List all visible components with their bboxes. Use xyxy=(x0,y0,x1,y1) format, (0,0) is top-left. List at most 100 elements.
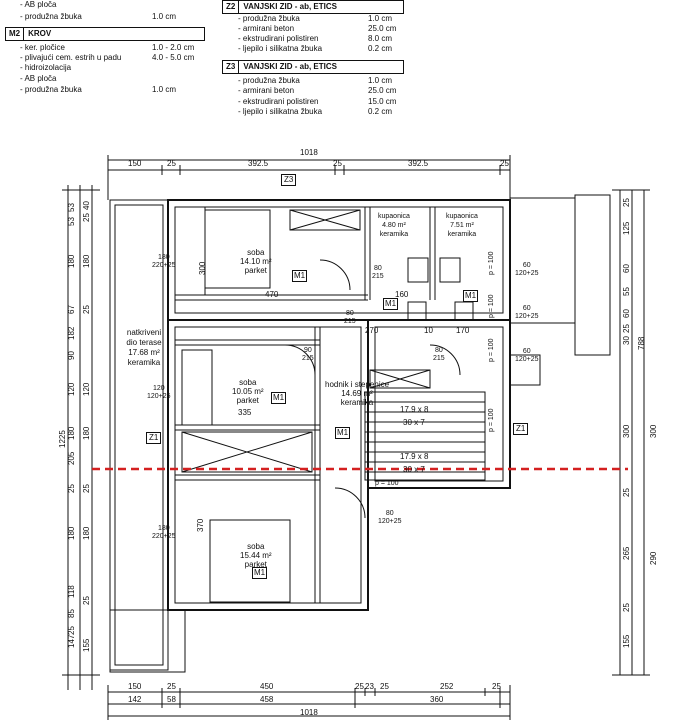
material-tag-m1: M1 xyxy=(271,392,287,404)
dim-top-seg: 25 xyxy=(167,159,176,168)
wall-tag-z1: Z1 xyxy=(146,432,162,444)
dim-top-seg: 392.5 xyxy=(408,159,429,168)
dim-top-seg: 25 xyxy=(333,159,342,168)
room-area: 10.05 m² xyxy=(232,387,264,396)
material-tag-m1: M1 xyxy=(463,290,479,302)
dim-right: 25 xyxy=(622,603,631,612)
opening-height: 215 xyxy=(302,355,314,362)
opening-height: 220+25 xyxy=(152,262,176,269)
room-floor: keramika xyxy=(127,358,161,367)
dim-left: 180 xyxy=(82,426,91,440)
opening-height: 120+25 xyxy=(515,270,539,277)
material-tag-m1: M1 xyxy=(292,270,308,282)
legend-m2-value: 1.0 cm xyxy=(152,85,177,94)
stairs-label: 30 x 7 xyxy=(403,418,425,427)
dim-left: 67 xyxy=(67,305,76,314)
interior-dim: 300 xyxy=(198,261,207,275)
dim-top-seg: 25 xyxy=(500,159,509,168)
opening-height: 215 xyxy=(344,318,356,325)
opening-width: 120 xyxy=(152,385,165,392)
room-soba-1: soba 14.10 m² parket xyxy=(240,248,272,275)
opening-width: 60 xyxy=(522,262,531,269)
dim-right: 60 xyxy=(622,264,631,273)
material-tag-m1: M1 xyxy=(335,427,351,439)
legend-z3-item: - ekstrudirani polistiren xyxy=(238,97,319,106)
dim-left: 120 xyxy=(67,382,76,396)
parapet-label: p = 100 xyxy=(375,480,399,487)
room-name: kupaonica xyxy=(446,213,478,220)
wall-tag-z3: Z3 xyxy=(281,174,297,186)
dim-left: 40 xyxy=(82,201,91,210)
stairs-label: 30 x 7 xyxy=(403,465,425,474)
dim-left: 180 xyxy=(67,426,76,440)
dim-bottom-seg: 58 xyxy=(167,695,176,704)
dim-right: 30 xyxy=(622,336,631,345)
dim-left: 90 xyxy=(67,351,76,360)
legend-m2-item: - plivajući cem. estrih u padu xyxy=(20,53,122,62)
dim-bottom-seg: 25 xyxy=(355,682,364,691)
room-name: natkriveni dio terase xyxy=(126,328,162,347)
dim-right: 155 xyxy=(622,634,631,648)
dim-left: 180 xyxy=(67,254,76,268)
dim-right: 25 xyxy=(622,488,631,497)
dim-left: 120 xyxy=(82,382,91,396)
parapet-label: p = 100 xyxy=(488,408,495,432)
interior-dim: 160 xyxy=(395,290,409,299)
dim-left: 25 xyxy=(67,484,76,493)
opening-width: 60 xyxy=(522,348,531,355)
room-floor: parket xyxy=(244,560,267,569)
interior-dim: 10 xyxy=(424,326,433,335)
opening-height: 220+25 xyxy=(152,533,176,540)
parapet-label: p = 100 xyxy=(488,338,495,362)
legend-z2-item: - ekstrudirani polistiren xyxy=(238,34,319,43)
room-area: 4.80 m² xyxy=(382,222,406,229)
parapet-label: p = 100 xyxy=(488,251,495,275)
dim-left: 85 xyxy=(67,609,76,618)
legend-code: Z3 xyxy=(223,61,240,73)
dim-right: 60 xyxy=(622,309,631,318)
legend-left-value: 1.0 cm xyxy=(152,12,177,21)
dim-left: 53 xyxy=(67,203,76,212)
room-name: kupaonica xyxy=(378,213,410,220)
room-area: 17.68 m² xyxy=(128,348,160,357)
opening-height: 120+25 xyxy=(378,518,402,525)
dim-left: 25 xyxy=(82,484,91,493)
opening-height: 120+25 xyxy=(515,356,539,363)
legend-m2-value: 4.0 - 5.0 cm xyxy=(152,53,195,62)
legend-m2-value: 1.0 - 2.0 cm xyxy=(152,43,195,52)
legend-z3-item: - ljepilo i silikatna žbuka xyxy=(238,107,323,116)
legend-title: VANJSKI ZID - ab, ETICS xyxy=(243,62,337,71)
opening-height: 215 xyxy=(433,355,445,362)
opening-width: 80 xyxy=(434,347,443,354)
room-area: 14.69 m² xyxy=(341,389,373,398)
dim-top-seg: 392.5 xyxy=(248,159,269,168)
opening-width: 80 xyxy=(345,310,354,317)
dim-left: 147 xyxy=(67,634,76,648)
interior-dim: 270 xyxy=(365,326,379,335)
dim-left: 25 xyxy=(82,213,91,222)
interior-dim: 470 xyxy=(265,290,279,299)
legend-z2-value: 25.0 cm xyxy=(368,24,397,33)
dim-left: 180 xyxy=(82,526,91,540)
dim-left: 180 xyxy=(67,526,76,540)
opening-height: 215 xyxy=(372,273,384,280)
dim-right: 290 xyxy=(649,551,658,565)
room-name: soba xyxy=(247,542,265,551)
dim-bottom-seg: 25 xyxy=(380,682,389,691)
dim-bottom-seg: 150 xyxy=(128,682,142,691)
legend-z2-item: - produžna žbuka xyxy=(238,14,300,23)
legend-z3-item: - produžna žbuka xyxy=(238,76,300,85)
legend-z3-value: 1.0 cm xyxy=(368,76,393,85)
room-kupaonica-1: kupaonica 4.80 m² keramika xyxy=(378,212,410,239)
opening-height: 120+25 xyxy=(515,313,539,320)
opening-width: 60 xyxy=(522,305,531,312)
dim-left: 25 xyxy=(82,305,91,314)
legend-title: VANJSKI ZID - ab, ETICS xyxy=(243,2,337,11)
dim-right: 300 xyxy=(622,424,631,438)
